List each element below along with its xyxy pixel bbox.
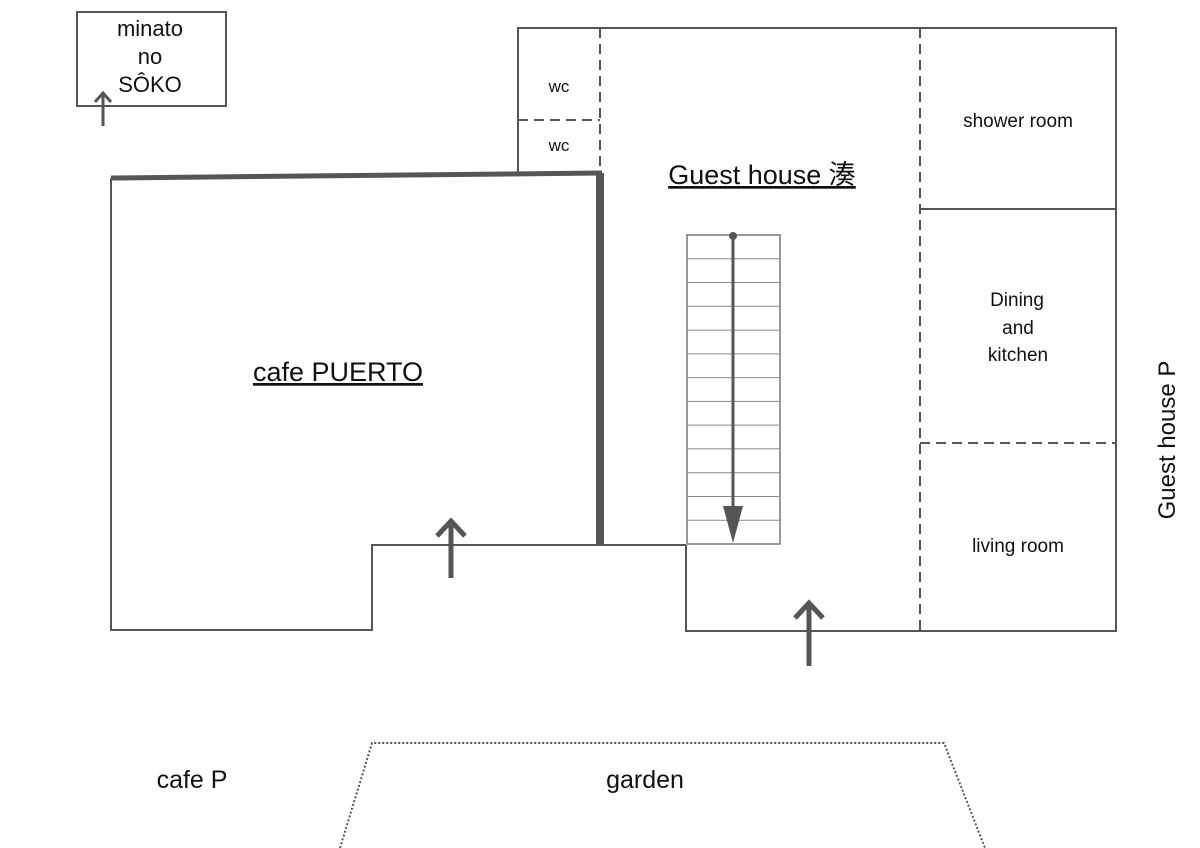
wc-upper-label: wc xyxy=(548,77,570,96)
living-room-label: living room xyxy=(972,536,1064,557)
garden-label: garden xyxy=(606,766,684,794)
cafe-top-wall xyxy=(110,170,603,181)
minato-label-1: minato xyxy=(117,16,183,41)
guest-house-entrance-arrow-icon xyxy=(793,599,825,666)
cafe-puerto-area: cafe PUERTO xyxy=(110,170,686,631)
cafe-p-label: cafe P xyxy=(157,766,228,794)
dining-label-1: Dining xyxy=(990,290,1044,311)
dining-label-3: kitchen xyxy=(988,345,1048,366)
stairs-down-arrow-icon xyxy=(723,232,743,543)
cafe-outline xyxy=(110,178,686,631)
guest-house-title: Guest house 湊 xyxy=(668,160,856,190)
cafe-entrance-arrow-icon xyxy=(435,517,467,578)
shower-room-label: shower room xyxy=(963,111,1073,132)
garden-area: garden xyxy=(339,742,986,848)
minato-entrance-arrow-icon xyxy=(93,90,113,126)
guest-house-p-label: Guest house P xyxy=(1154,361,1181,520)
wc-lower-label: wc xyxy=(548,136,570,155)
dining-label-2: and xyxy=(1002,318,1034,339)
guest-house-outline xyxy=(517,27,1117,632)
minato-no-soko-building: minato no SÔKO xyxy=(76,11,227,126)
guest-house-area: wc wc Guest house 湊 shower room Dining a… xyxy=(517,27,1117,666)
cafe-puerto-title: cafe PUERTO xyxy=(253,357,423,387)
garden-boundary xyxy=(339,742,986,848)
minato-label-2: no xyxy=(138,44,162,69)
minato-label-3: SÔKO xyxy=(118,72,182,97)
minato-box xyxy=(76,11,227,107)
